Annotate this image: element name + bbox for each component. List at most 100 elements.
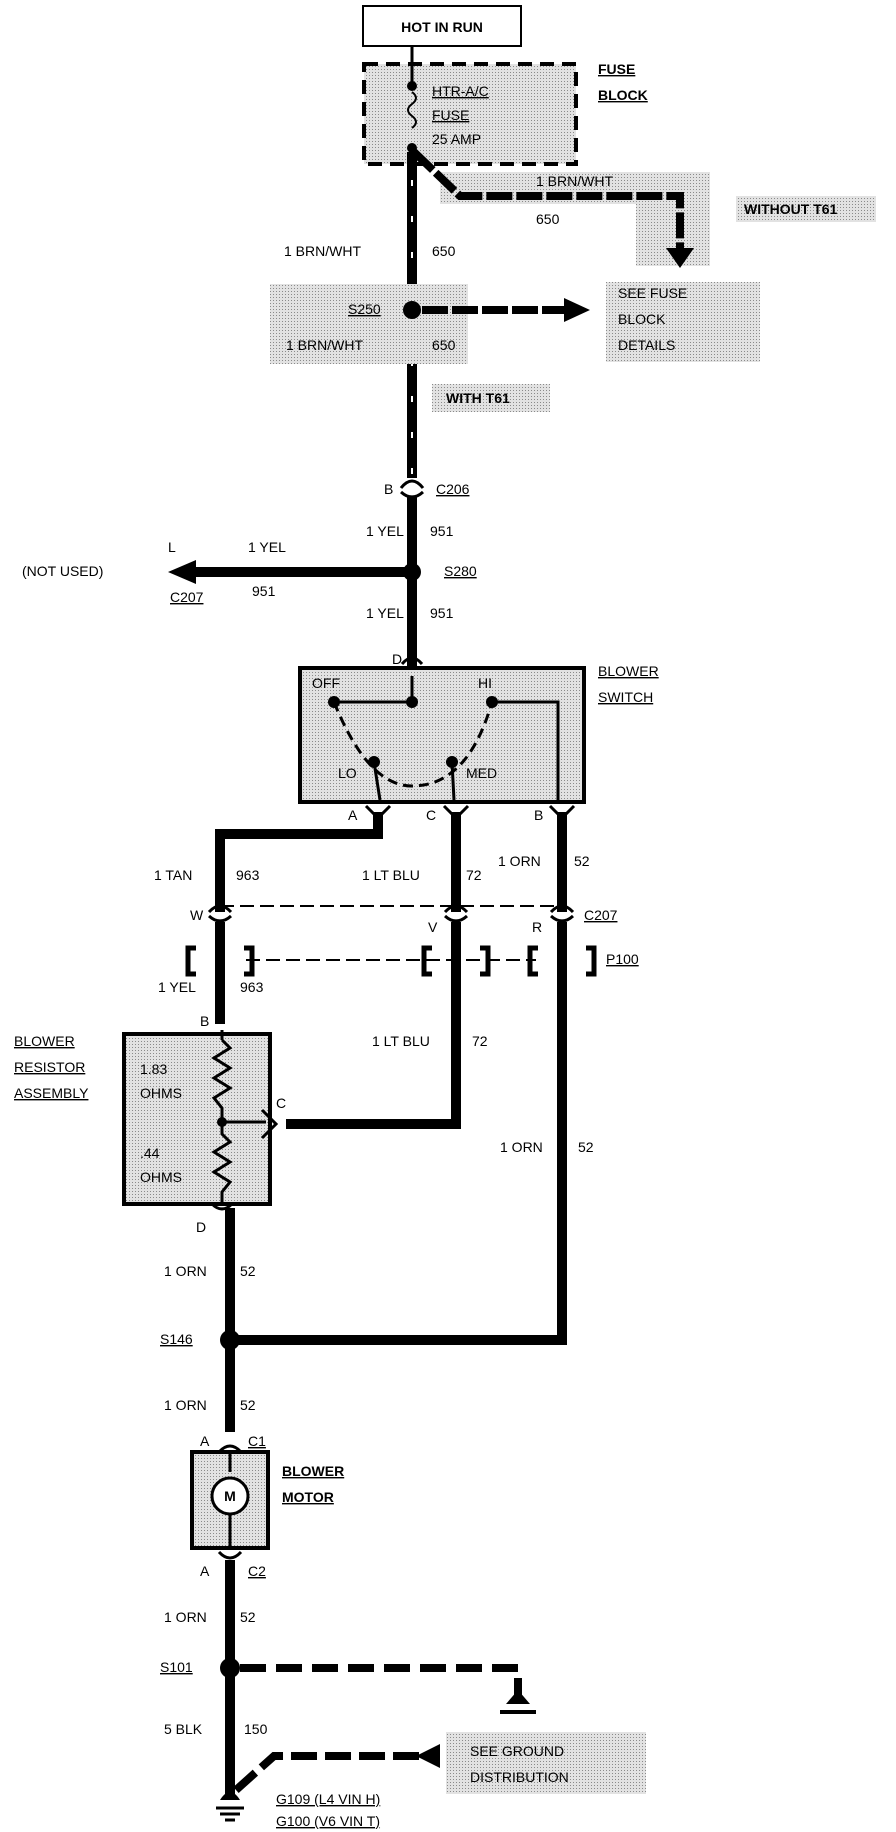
wire-52-circuit: 52 (574, 853, 590, 869)
blower-resistor-label-3: ASSEMBLY (14, 1085, 89, 1101)
switch-pin-d: D (392, 651, 402, 667)
not-used-arrow-icon (168, 560, 196, 584)
res2-unit: OHMS (140, 1169, 182, 1185)
svg-text:FUSE: FUSE (598, 61, 635, 77)
connector-icon (399, 479, 425, 499)
wire-650-label: 1 BRN/WHT (284, 243, 361, 259)
wire-52-label: 1 ORN (498, 853, 541, 869)
c207-pin-v: V (428, 919, 438, 935)
switch-off-label: OFF (312, 675, 340, 691)
fuse-icon (407, 46, 417, 153)
p100-connectors (185, 945, 597, 977)
wire-52-s146-circuit: 52 (240, 1397, 256, 1413)
s250-label: S250 (348, 301, 381, 317)
without-t61-circuit: 650 (536, 211, 560, 227)
resistor-pin-d: D (196, 1219, 206, 1235)
s101-branch-wire (240, 1664, 522, 1712)
g100-label: G100 (V6 VIN T) (276, 1813, 380, 1829)
splice-icon (403, 301, 421, 319)
motor-c1-label: C1 (248, 1433, 266, 1449)
wire-963-yel-circuit: 963 (240, 979, 264, 995)
without-t61-wire (411, 149, 694, 268)
c207-pin-w: W (190, 907, 204, 923)
ground-icon (500, 1690, 536, 1714)
c206-pin: B (384, 481, 393, 497)
switch-lo-label: LO (338, 765, 357, 781)
svg-text:BLOCK: BLOCK (598, 87, 648, 103)
without-t61-label-shade (736, 196, 876, 222)
motor-c2-label: C2 (248, 1563, 266, 1579)
resistor-icon (210, 1030, 279, 1211)
see-fuse-block-shade (606, 282, 760, 362)
wire-951-branch-circuit: 951 (252, 583, 276, 599)
blower-motor-label-1: BLOWER (282, 1463, 344, 1479)
c207-label: C207 (584, 907, 618, 923)
blower-switch-label-1: BLOWER (598, 663, 659, 679)
c207-pin-r: R (532, 919, 542, 935)
switch-pin-a: A (348, 807, 358, 823)
p100-label: P100 (606, 951, 639, 967)
wire-52-s146-label: 1 ORN (164, 1397, 207, 1413)
wire-52-d-label: 1 ORN (164, 1263, 207, 1279)
s101-splice (220, 1658, 240, 1678)
res1-value: 1.83 (140, 1061, 167, 1077)
switch-internal (328, 676, 560, 801)
s250-circuit: 650 (432, 337, 456, 353)
blower-resistor-label-1: BLOWER (14, 1033, 75, 1049)
see-ground-2: DISTRIBUTION (470, 1769, 569, 1785)
see-ground-arrow-icon (416, 1744, 440, 1768)
fuse-label-3: 25 AMP (432, 131, 481, 147)
resistor-pin-c: C (276, 1095, 286, 1111)
switch-pin-c: C (426, 807, 436, 823)
resistor-pin-b: B (200, 1013, 209, 1029)
wire-963-label: 1 TAN (154, 867, 192, 883)
res2-value: .44 (140, 1145, 160, 1161)
wire-72-lower-label: 1 LT BLU (372, 1033, 430, 1049)
s250-shade (270, 284, 468, 364)
c207-pin-l: L (168, 539, 176, 555)
res1-unit: OHMS (140, 1085, 182, 1101)
wire-963-tan (215, 812, 383, 912)
wire-951-label-1: 1 YEL (366, 523, 404, 539)
wire-52-lower (230, 922, 567, 1345)
see-ground-1: SEE GROUND (470, 1743, 564, 1759)
motor-icon (210, 1444, 250, 1560)
see-fuse-block-3: DETAILS (618, 337, 675, 353)
blower-switch (298, 666, 586, 804)
svg-text:HOT IN RUN: HOT IN RUN (401, 19, 483, 35)
c206-label: C206 (436, 481, 470, 497)
not-used-label: (NOT USED) (22, 563, 103, 579)
with-t61-shade (432, 384, 550, 412)
wire-72-lower (286, 922, 461, 1129)
wire-72-circuit: 72 (466, 867, 482, 883)
wire-150-circuit: 150 (244, 1721, 268, 1737)
see-fuse-block-2: BLOCK (618, 311, 666, 327)
c207-connectors (207, 904, 575, 923)
fuse-block: FUSE BLOCK (362, 61, 648, 166)
wire-72-lower-circuit: 72 (472, 1033, 488, 1049)
chassis-ground-icon (216, 1792, 244, 1822)
motor-pin-a-bottom: A (200, 1563, 210, 1579)
wire-650-circuit: 650 (432, 243, 456, 259)
switch-med-label: MED (466, 765, 497, 781)
wire-951-circuit-1: 951 (430, 523, 454, 539)
s101-label: S101 (160, 1659, 193, 1675)
s280-label: S280 (444, 563, 477, 579)
see-ground-wire (233, 1752, 426, 1793)
c207-label-left: C207 (170, 589, 204, 605)
blower-resistor-label-2: RESISTOR (14, 1059, 85, 1075)
without-t61-label: WITHOUT T61 (744, 201, 838, 217)
switch-pin-b: B (534, 807, 543, 823)
wire-951-branch-label: 1 YEL (248, 539, 286, 555)
without-t61-wire-label: 1 BRN/WHT (536, 173, 613, 189)
s146-label: S146 (160, 1331, 193, 1347)
arrow-icon (564, 298, 590, 322)
wire-52-lower-circuit: 52 (578, 1139, 594, 1155)
s250-wire-label: 1 BRN/WHT (286, 337, 363, 353)
see-ground-shade (446, 1732, 646, 1794)
g109-label: G109 (L4 VIN H) (276, 1791, 380, 1807)
motor-symbol: M (224, 1488, 236, 1504)
motor-pin-a-top: A (200, 1433, 210, 1449)
wire-52-lower-label: 1 ORN (500, 1139, 543, 1155)
wire-963-yel-label: 1 YEL (158, 979, 196, 995)
